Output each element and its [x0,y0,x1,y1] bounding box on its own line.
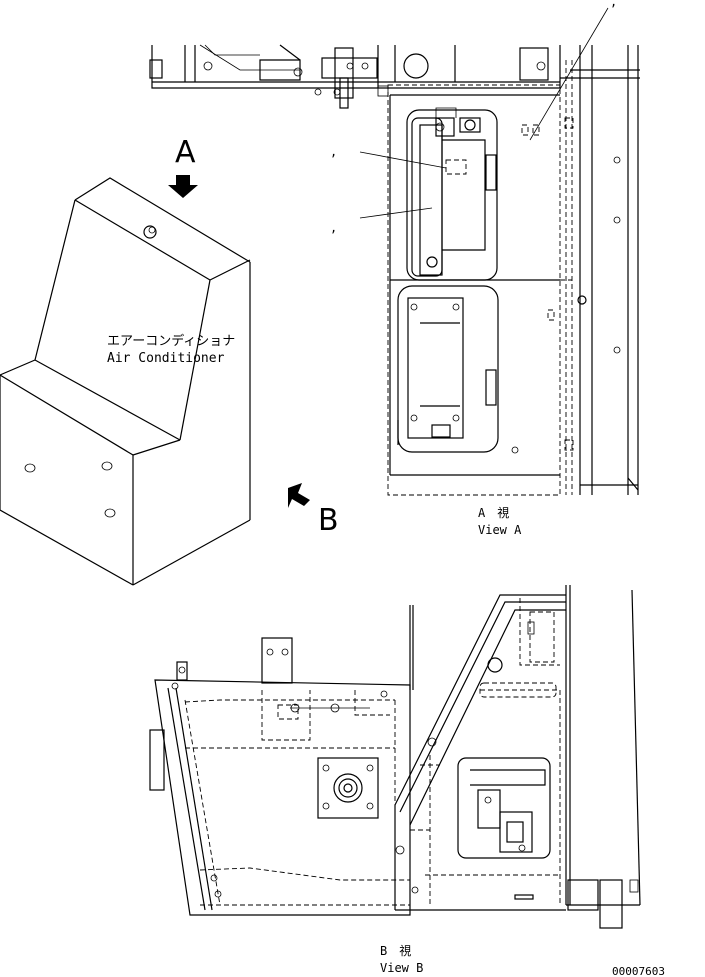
air-conditioner-label-en: Air Conditioner [107,351,225,366]
drawing-number: 00007603 [612,965,665,977]
view-a-caption-en: View A [478,523,522,537]
leader-line-3 [529,7,609,141]
callout-mark-2: , [330,221,337,235]
view-b-drawing [149,585,641,929]
view-a-letter: A [175,135,196,170]
callout-mark-3: , [610,0,617,9]
view-b-caption-jp: B 視 [380,943,411,958]
view-b-letter: B [318,503,339,538]
view-a-arrow-icon [168,175,198,198]
air-conditioner-label-jp: エアーコンディショナ [107,333,235,349]
view-a-drawing: , , , [149,0,640,496]
leader-line-2 [359,207,433,219]
leader-line-1 [359,151,447,169]
air-conditioner-isometric [0,175,310,586]
callout-mark-1: , [330,145,337,159]
view-b-caption-en: View B [380,961,423,975]
view-b-arrow-icon [288,483,310,508]
view-a-caption-jp: A 視 [478,505,509,520]
